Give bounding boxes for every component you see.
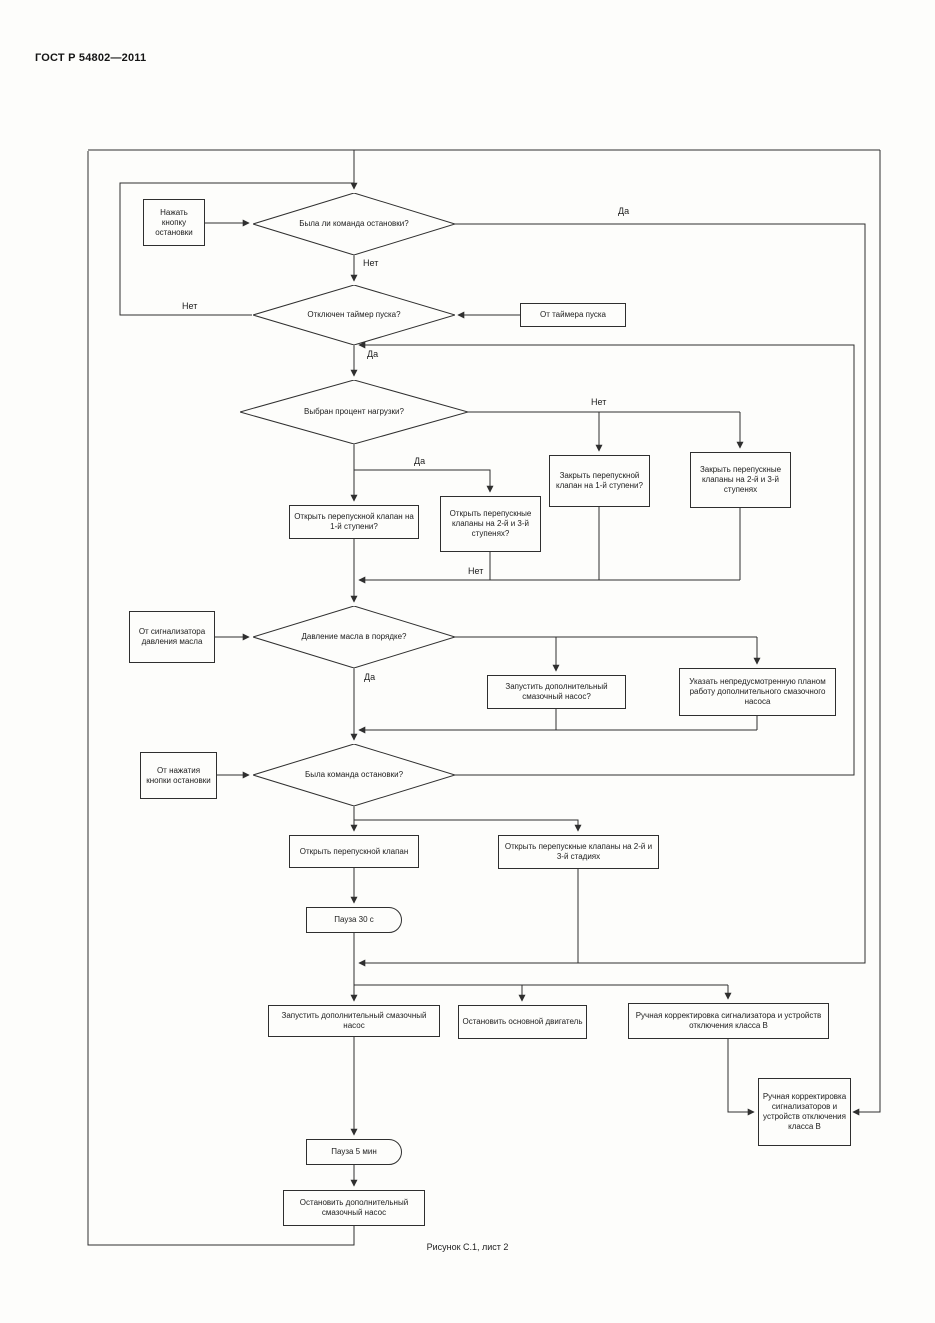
figure-caption: Рисунок С.1, лист 2	[426, 1242, 509, 1252]
node-label: Ручная корректировка сигнализатора и уст…	[635, 1011, 822, 1030]
node-label: Закрыть перепускные клапаны на 2-й и 3-й…	[699, 465, 782, 494]
node-label: Была ли команда остановки?	[299, 219, 409, 228]
node-label: Нажать кнопку остановки	[155, 207, 193, 237]
node-label: Остановить дополнительный смазочный насо…	[299, 1198, 409, 1217]
node-label: От нажатия кнопки остановки	[146, 765, 211, 785]
edge-label-no: Нет	[466, 566, 486, 576]
process-start-aux-oil-pump: Запустить дополнительный смазочный насос	[268, 1005, 440, 1037]
edge-label-no: Нет	[361, 258, 381, 268]
reference-from-oil-pressure-sensor: От сигнализатора давления масла	[129, 611, 215, 663]
node-label: Указать непредусмотренную планом работу …	[689, 677, 826, 706]
node-label: Была команда остановки?	[304, 770, 404, 779]
edge-label-yes: Да	[365, 349, 381, 359]
process-open-bypass-valve: Открыть перепускной клапан	[289, 835, 419, 868]
node-label: Запустить дополнительный смазочный насос	[281, 1011, 427, 1030]
process-open-bypass-stages23: Открыть перепускные клапаны на 2-й и 3-й…	[440, 496, 541, 552]
node-label: Открыть перепускной клапан	[299, 846, 409, 856]
diamond-shape	[253, 193, 455, 255]
delay-pause-30s: Пауза 30 с	[306, 907, 402, 933]
decision-start-timer-off: Отключен таймер пуска?	[253, 285, 455, 345]
node-label: Открыть перепускные клапаны на 2-й и 3-й…	[449, 509, 532, 538]
process-stop-aux-oil-pump: Остановить дополнительный смазочный насо…	[283, 1190, 425, 1226]
node-label: Остановить основной двигатель	[462, 1017, 583, 1026]
node-label: Отключен таймер пуска?	[307, 310, 401, 319]
node-label: Открыть перепускные клапаны на 2-й и 3-й…	[504, 842, 653, 861]
process-close-bypass-stage1: Закрыть перепускной клапан на 1-й ступен…	[549, 455, 650, 507]
diamond-shape	[240, 380, 468, 444]
node-label: Пауза 5 мин	[331, 1147, 377, 1156]
node-label: Запустить дополнительный смазочный насос…	[505, 682, 608, 701]
decision-stop-command: Была команда остановки?	[253, 744, 455, 806]
node-label: Закрыть перепускной клапан на 1-й ступен…	[556, 471, 643, 490]
delay-pause-5min: Пауза 5 мин	[306, 1139, 402, 1165]
process-indicate-unplanned-pump-work: Указать непредусмотренную планом работу …	[679, 668, 836, 716]
diamond-shape	[253, 285, 455, 345]
edge-label-yes: Да	[616, 206, 632, 216]
process-start-aux-oil-pump-question: Запустить дополнительный смазочный насос…	[487, 675, 626, 709]
reference-from-start-timer: От таймера пуска	[520, 303, 626, 327]
node-label: Выбран процент нагрузки?	[304, 407, 404, 416]
process-stop-main-engine: Остановить основной двигатель	[458, 1005, 587, 1039]
process-press-stop-button: Нажать кнопку остановки	[143, 199, 205, 246]
decision-load-percent-selected: Выбран процент нагрузки?	[240, 380, 468, 444]
node-label: От таймера пуска	[539, 310, 607, 319]
reference-from-stop-button-press: От нажатия кнопки остановки	[140, 752, 217, 799]
node-label: Ручная корректировка сигнализаторов и ус…	[762, 1092, 847, 1131]
doc-number: ГОСТ Р 54802—2011	[35, 52, 147, 64]
edge-label-yes: Да	[412, 456, 428, 466]
diamond-shape	[253, 744, 455, 806]
node-label: От сигнализатора давления масла	[138, 627, 206, 646]
process-manual-correction-class-b: Ручная корректировка сигнализатора и уст…	[628, 1003, 829, 1039]
process-open-bypass-stage1: Открыть перепускной клапан на 1-й ступен…	[289, 505, 419, 539]
node-label: Пауза 30 с	[334, 915, 374, 924]
decision-was-stop-command: Была ли команда остановки?	[253, 193, 455, 255]
process-open-bypass-valves-stages23: Открыть перепускные клапаны на 2-й и 3-й…	[498, 835, 659, 869]
process-close-bypass-stages23: Закрыть перепускные клапаны на 2-й и 3-й…	[690, 452, 791, 508]
diamond-shape	[253, 606, 455, 668]
node-label: Давление масла в порядке?	[301, 632, 407, 641]
edge-label-no: Нет	[589, 397, 609, 407]
edge-label-yes: Да	[362, 672, 378, 682]
process-manual-correction-class-b-2: Ручная корректировка сигнализаторов и ус…	[758, 1078, 851, 1146]
decision-oil-pressure-ok: Давление масла в порядке?	[253, 606, 455, 668]
edge-label-no: Нет	[180, 301, 200, 311]
node-label: Открыть перепускной клапан на 1-й ступен…	[294, 512, 414, 531]
